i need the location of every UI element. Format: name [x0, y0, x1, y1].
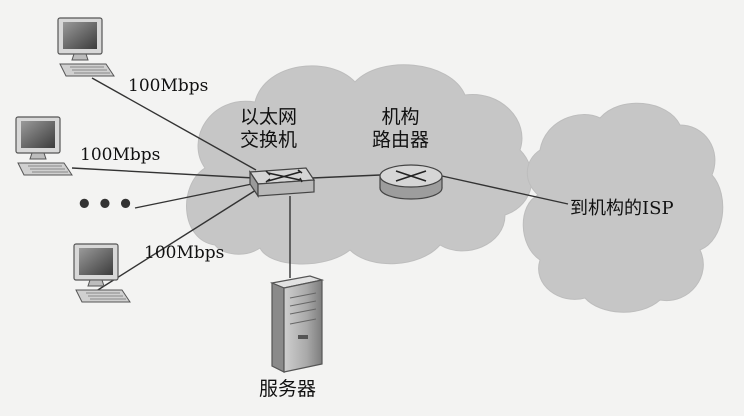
link-speed-label: 100Mbps — [144, 243, 224, 263]
computer-icon — [16, 117, 72, 175]
server-icon — [272, 276, 322, 372]
computer-icon — [74, 244, 130, 302]
router-label: 机构 路由器 — [372, 106, 429, 152]
router-label-line2: 路由器 — [372, 129, 429, 152]
ethernet-switch-icon — [250, 168, 314, 196]
link-speed-label: 100Mbps — [128, 76, 208, 96]
more-hosts-ellipsis: ••• — [76, 190, 138, 220]
server-label: 服务器 — [259, 378, 316, 401]
computer-icon — [58, 18, 114, 76]
link-speed-label: 100Mbps — [80, 145, 160, 165]
router-label-line1: 机构 — [372, 106, 429, 129]
isp-label: 到机构的ISP — [570, 197, 674, 220]
ethernet-switch-label-line1: 以太网 — [240, 106, 297, 129]
ethernet-switch-label-line2: 交换机 — [240, 129, 297, 152]
institution-network-cloud — [187, 65, 532, 264]
ethernet-switch-label: 以太网 交换机 — [240, 106, 297, 152]
router-icon — [380, 165, 442, 199]
